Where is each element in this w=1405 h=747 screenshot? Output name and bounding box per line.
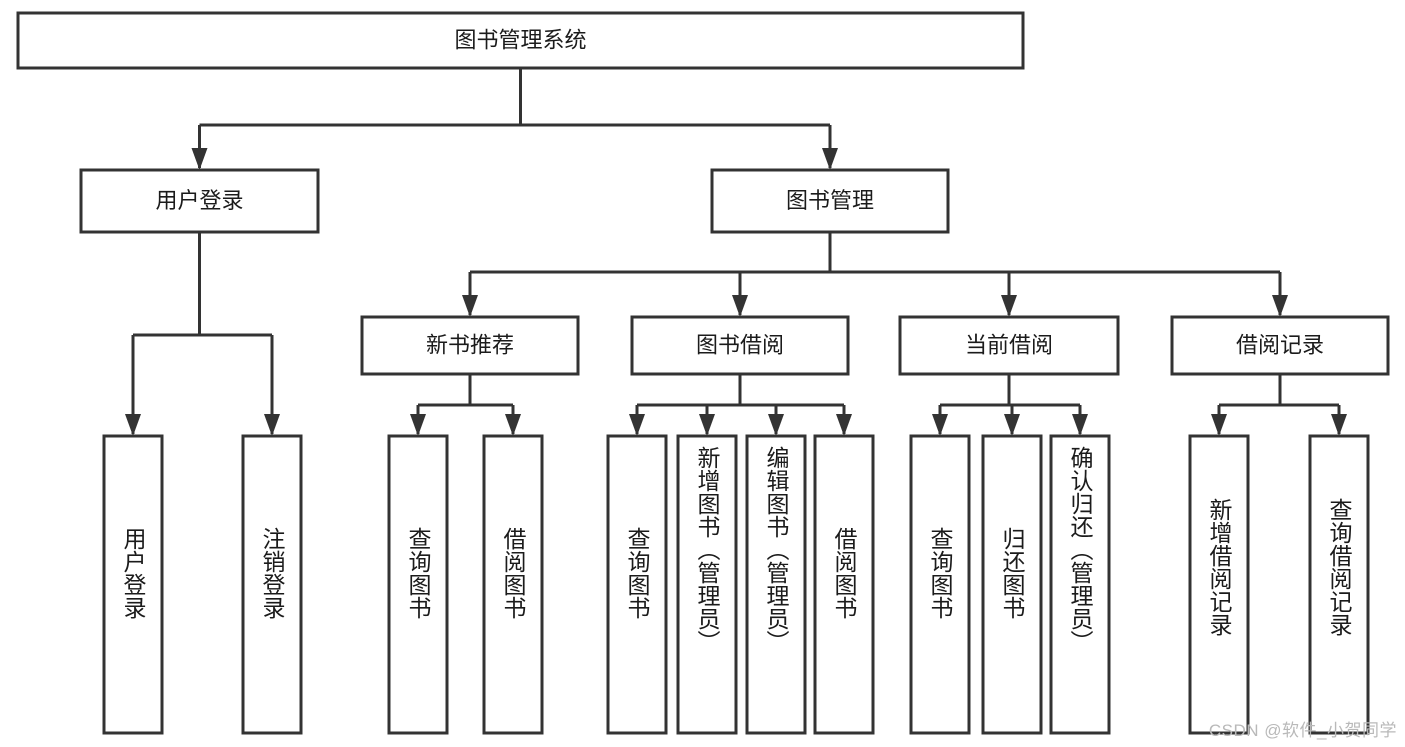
node-user-login-label: 用户登录	[155, 188, 243, 213]
leaf-return-book[interactable]	[981, 434, 1043, 735]
leaf-borrow-book-1[interactable]	[482, 434, 544, 735]
leaf-query-record[interactable]	[1308, 434, 1370, 735]
leaf-add-record[interactable]	[1188, 434, 1250, 735]
leaf-query-book-2[interactable]	[606, 434, 668, 735]
node-current-borrow-label: 当前借阅	[965, 332, 1053, 357]
connector-lines	[125, 68, 1347, 436]
leaf-query-book-3[interactable]	[909, 434, 971, 735]
node-new-book-recommend[interactable]	[360, 315, 580, 376]
leaf-add-book[interactable]	[676, 434, 738, 735]
leaf-borrow-book-2[interactable]	[813, 434, 875, 735]
node-new-book-recommend-label: 新书推荐	[426, 332, 514, 357]
node-borrow-record-label: 借阅记录	[1236, 332, 1324, 357]
node-book-management-label: 图书管理	[786, 188, 874, 213]
node-root-system[interactable]	[16, 11, 1025, 70]
watermark-text: CSDN @软件_小贺同学	[1208, 721, 1397, 740]
node-book-borrow-label: 图书借阅	[696, 332, 784, 357]
node-book-management[interactable]	[710, 168, 950, 234]
leaf-confirm-return[interactable]	[1049, 434, 1111, 735]
node-borrow-record[interactable]	[1170, 315, 1390, 376]
node-boxes	[16, 11, 1390, 735]
node-book-borrow[interactable]	[630, 315, 850, 376]
node-root-system-label: 图书管理系统	[454, 27, 586, 52]
node-current-borrow[interactable]	[898, 315, 1120, 376]
leaf-user-login[interactable]	[102, 434, 164, 735]
leaf-query-book-1[interactable]	[387, 434, 449, 735]
node-user-login[interactable]	[79, 168, 320, 234]
leaf-edit-book[interactable]	[745, 434, 807, 735]
leaf-logout[interactable]	[241, 434, 303, 735]
